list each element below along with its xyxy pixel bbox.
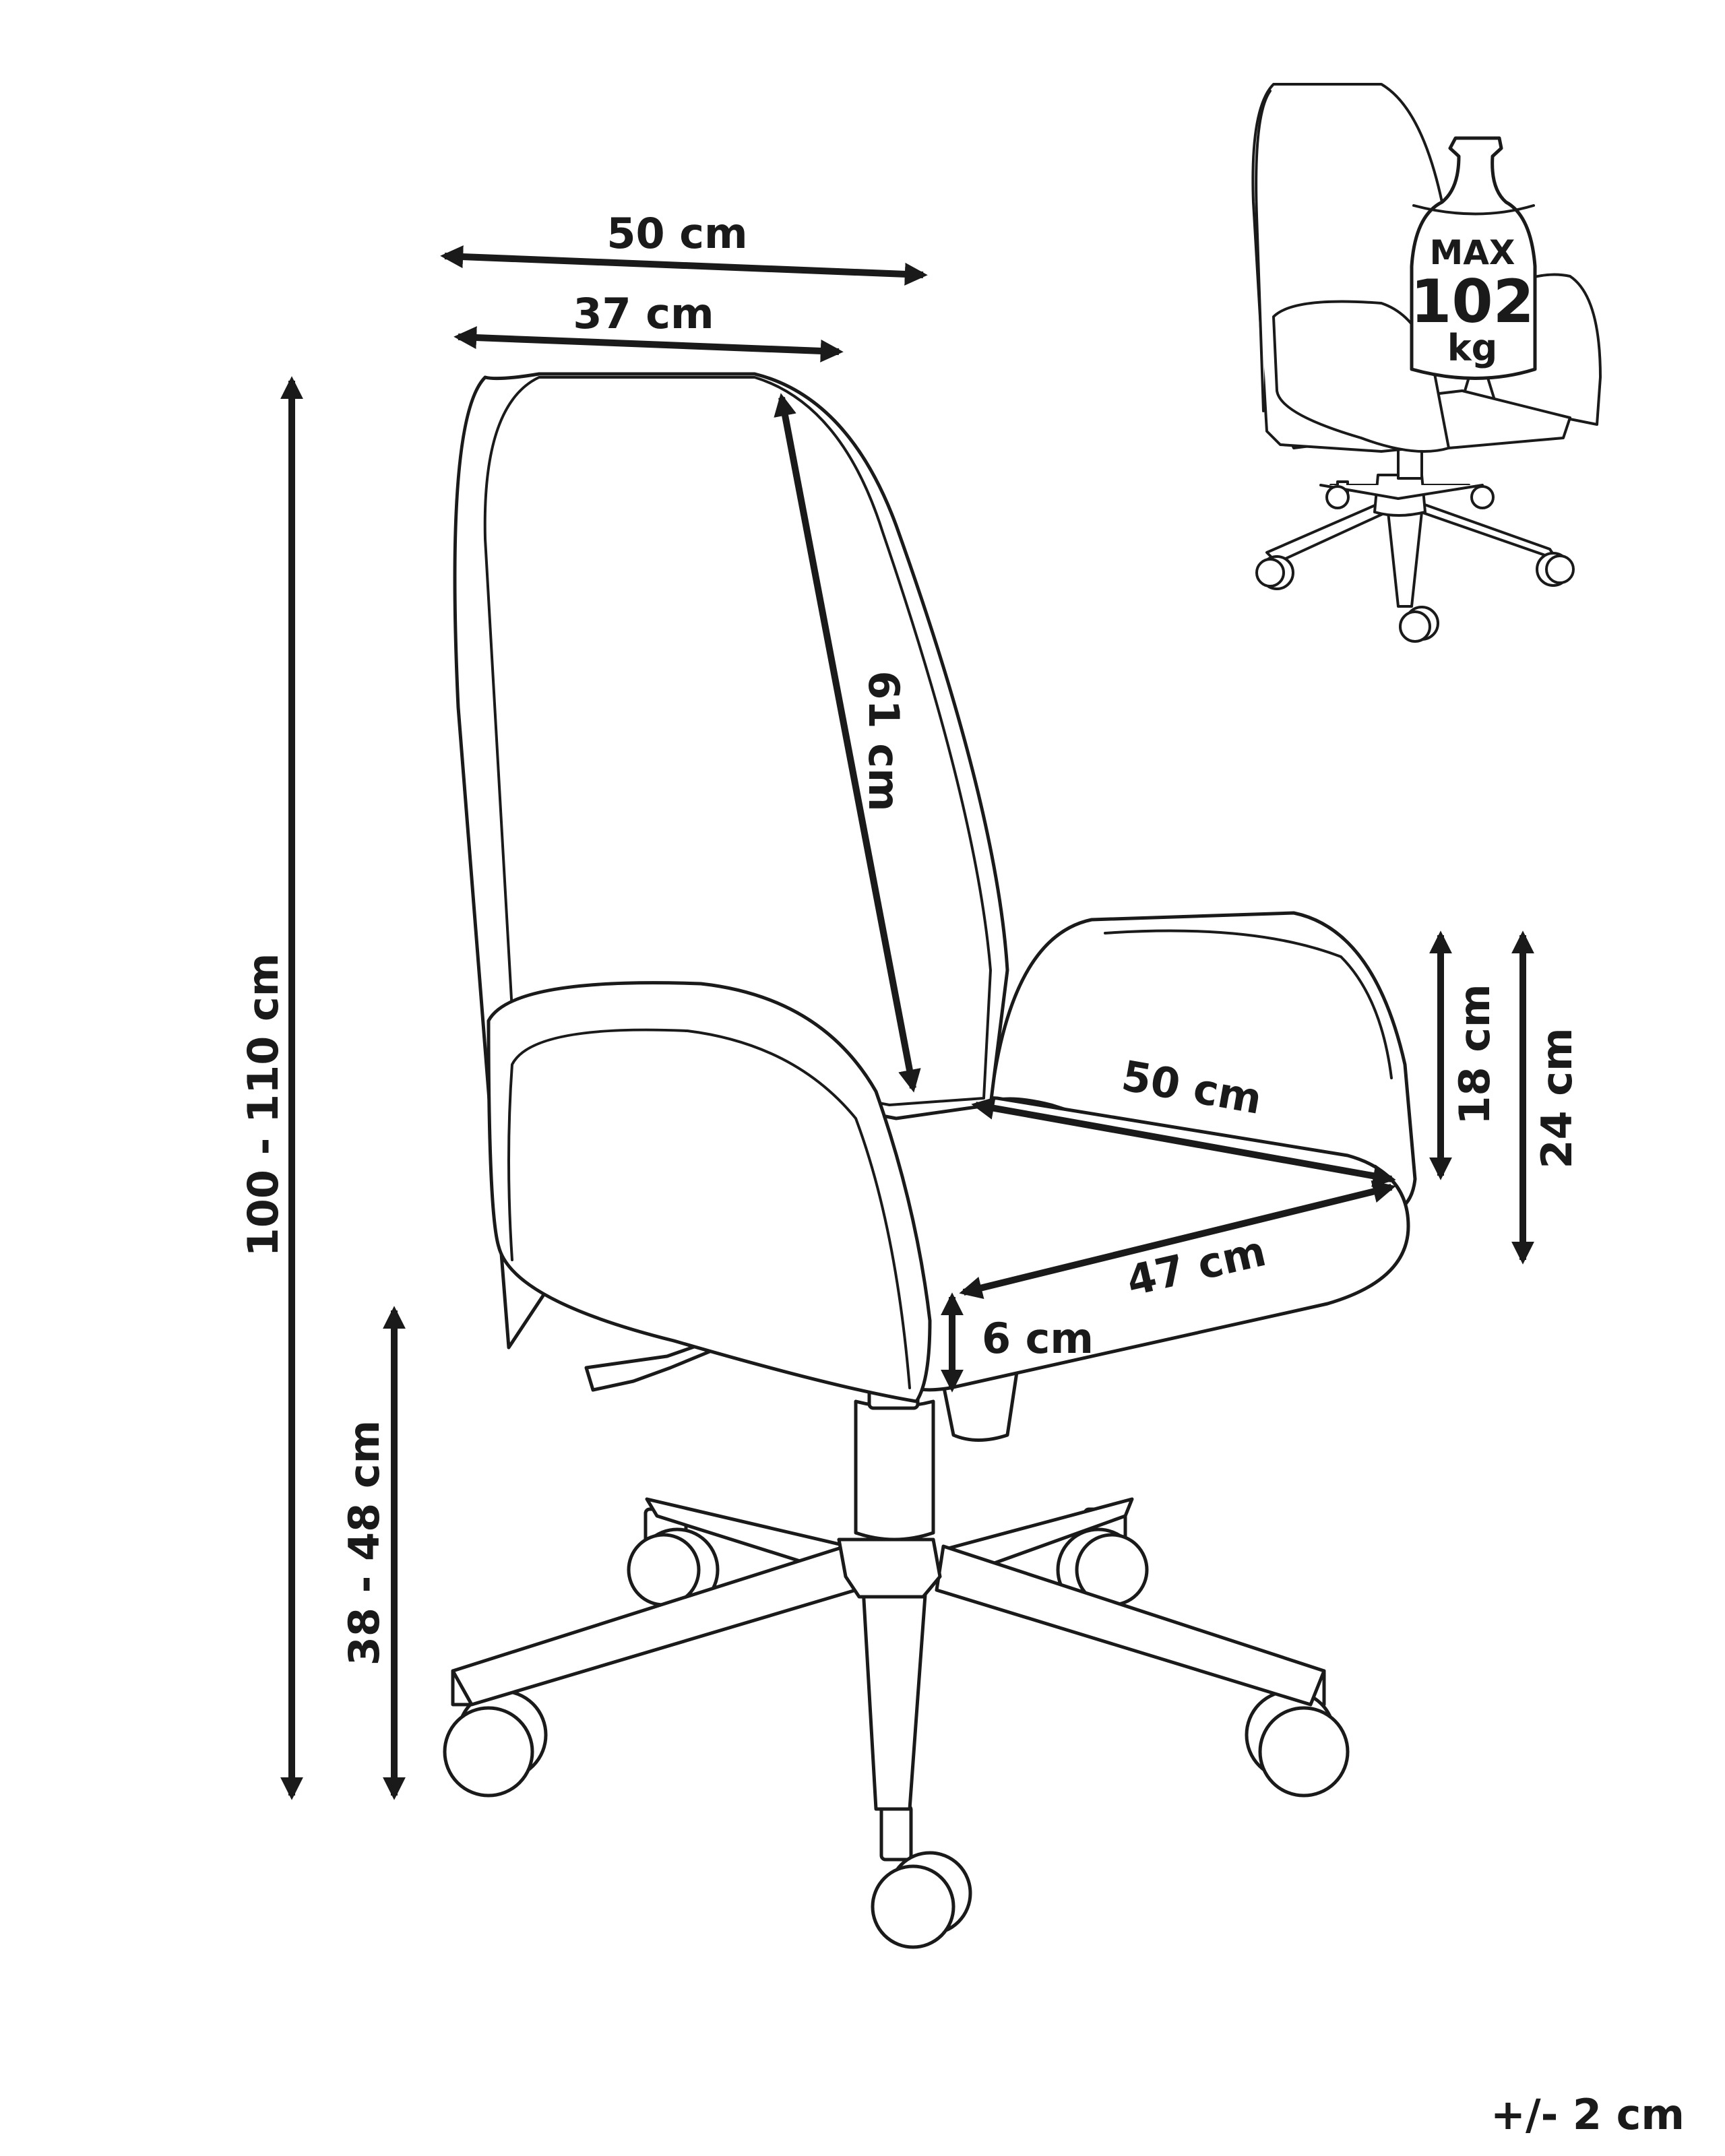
dim-seat-width-line <box>971 1097 1396 1187</box>
tolerance-note: +/- 2 cm <box>1491 2090 1685 2139</box>
dim-seat-depth-line <box>959 1180 1396 1300</box>
height-lever <box>584 1335 730 1392</box>
dimension-labels: 50 cm 37 cm 61 cm 100 - 110 cm 38 - 48 c… <box>239 209 1581 1666</box>
label-back-width: 37 cm <box>573 289 714 338</box>
caster-right <box>1245 1669 1350 1798</box>
gas-lift <box>854 1399 935 1542</box>
label-seat-thickness: 6 cm <box>982 1314 1094 1363</box>
label-armrest-height: 18 cm <box>1450 984 1499 1124</box>
base-hub <box>837 1537 942 1599</box>
label-seat-height: 38 - 48 cm <box>340 1420 389 1666</box>
dimension-lines <box>280 245 1535 1800</box>
weight-bottle-icon <box>1410 136 1537 380</box>
label-back-height: 61 cm <box>859 670 908 811</box>
label-total-width: 50 cm <box>606 209 747 258</box>
label-total-height: 100 - 110 cm <box>239 953 288 1257</box>
caster-back-left <box>627 1507 720 1612</box>
badge-max-text: MAX <box>1429 233 1515 272</box>
badge-weight-value: 102 <box>1410 267 1534 336</box>
caster-front <box>871 1804 972 1949</box>
dim-total-width-line <box>440 245 928 286</box>
dim-back-height-line <box>774 393 921 1093</box>
label-armrest-total-height: 24 cm <box>1532 1027 1581 1168</box>
dim-back-width-line <box>453 326 844 362</box>
badge-unit-text: kg <box>1447 327 1498 369</box>
max-weight-badge: MAX 102 kg <box>1410 136 1537 380</box>
leg-front <box>860 1575 929 1811</box>
